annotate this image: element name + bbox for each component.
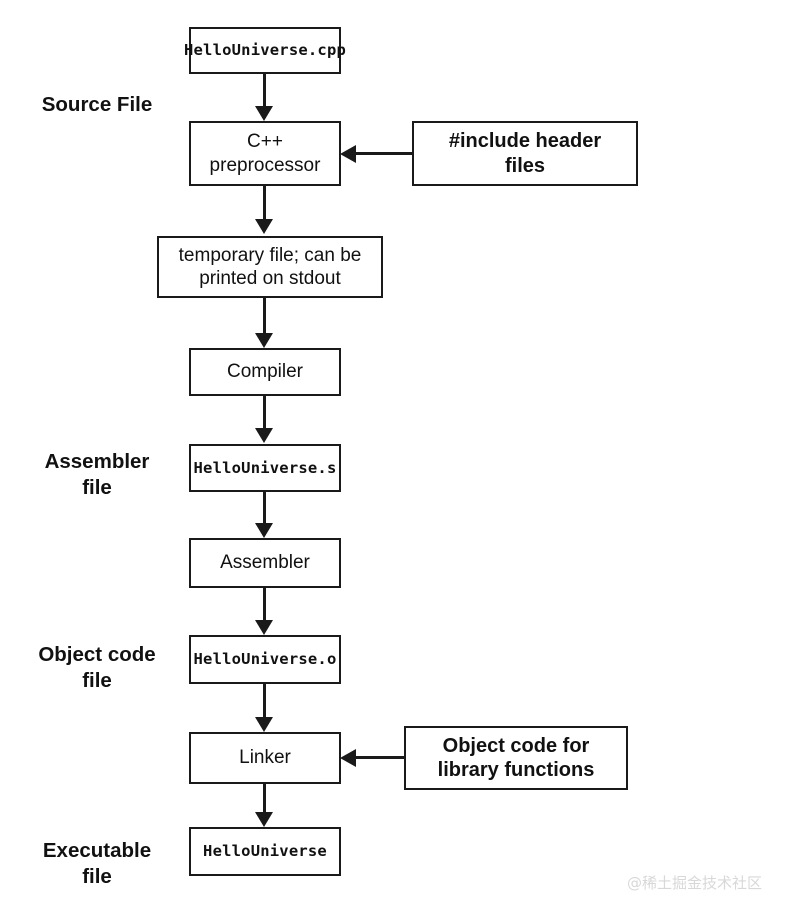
side-label-source-file: Source File — [41, 93, 153, 116]
side-label-assembler-file: Assembler file — [44, 450, 150, 500]
node-assembler[interactable]: Assembler — [189, 538, 341, 588]
arrowhead-temp-to-compiler — [255, 333, 273, 348]
node-library-object-code[interactable]: Object code for library functions — [404, 726, 628, 790]
arrowhead-compiler-to-asm-file — [255, 428, 273, 443]
arrowhead-include-to-preprocessor — [340, 145, 356, 163]
connector-preprocessor-to-temp — [263, 185, 266, 219]
node-source-file[interactable]: HelloUniverse.cpp — [184, 27, 346, 74]
connector-include-to-preprocessor — [355, 152, 412, 155]
node-executable[interactable]: HelloUniverse — [189, 827, 341, 876]
connector-linker-to-executable — [263, 783, 266, 814]
node-assembler-file[interactable]: HelloUniverse.s — [189, 444, 341, 492]
node-compiler[interactable]: Compiler — [189, 348, 341, 396]
side-label-executable-file: Executable file — [42, 839, 152, 889]
node-include-header-files[interactable]: #include header files — [412, 121, 638, 186]
node-temporary-file[interactable]: temporary file; can be printed on stdout — [157, 236, 383, 298]
node-object-file[interactable]: HelloUniverse.o — [189, 635, 341, 684]
arrowhead-obj-file-to-linker — [255, 717, 273, 732]
arrowhead-asm-file-to-assembler — [255, 523, 273, 538]
connector-library-to-linker — [355, 756, 404, 759]
arrowhead-library-to-linker — [340, 749, 356, 767]
node-linker[interactable]: Linker — [189, 732, 341, 784]
connector-assembler-to-obj-file — [263, 587, 266, 621]
arrowhead-preprocessor-to-temp — [255, 219, 273, 234]
arrowhead-source-to-preprocessor — [255, 106, 273, 121]
connector-source-to-preprocessor — [263, 73, 266, 107]
connector-obj-file-to-linker — [263, 683, 266, 718]
arrowhead-assembler-to-obj-file — [255, 620, 273, 635]
node-cpp-preprocessor[interactable]: C++ preprocessor — [189, 121, 341, 186]
connector-compiler-to-asm-file — [263, 395, 266, 429]
side-label-object-code-file: Object code file — [38, 643, 156, 693]
watermark-text: @稀土掘金技术社区 — [627, 874, 763, 892]
arrowhead-linker-to-executable — [255, 812, 273, 827]
connector-asm-file-to-assembler — [263, 491, 266, 524]
connector-temp-to-compiler — [263, 297, 266, 334]
